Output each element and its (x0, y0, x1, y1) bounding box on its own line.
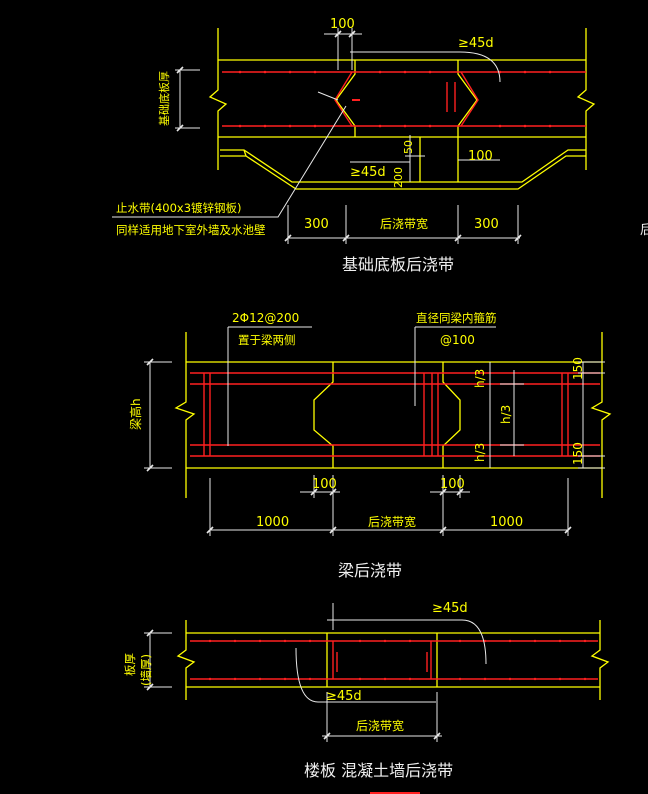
lap-top-label: ≥45d (458, 36, 494, 51)
slab-thickness-label: 基础底板厚 (157, 71, 171, 126)
detail-slab-wall: ≥45d 板厚 (墙厚) ≥45d 后浇带宽 楼板 混凝土墙后浇带 (123, 601, 610, 794)
waterstop-note-line1: 止水带(400x3镀锌钢板) (116, 201, 242, 215)
detail1-title: 基础底板后浇带 (342, 255, 454, 274)
beam-dimensions (144, 326, 605, 536)
stirrup-spec-line2: @100 (440, 333, 475, 347)
detail-beam: 2Φ12@200 置于梁两侧 直径同梁内箍筋 @100 梁高h h/3 h/3 … (128, 311, 612, 580)
dim-100-right: 100 (468, 149, 493, 164)
slab-wall-rebar-dots (208, 639, 587, 681)
slab-wall-dimensions (144, 603, 487, 742)
slab-wall-dim-ticks (146, 629, 441, 740)
slab-rebar (222, 71, 586, 127)
slab-band-width: 后浇带宽 (356, 718, 404, 733)
beam-rebar (190, 372, 600, 457)
slab-outline (208, 28, 596, 190)
thickness-line2: (墙厚) (139, 654, 153, 686)
slab-lap-top: ≥45d (432, 601, 468, 616)
dim-100-left: 100 (312, 477, 337, 492)
detail-foundation-slab: 100 ≥45d 基础底板厚 50 100 ≥45d 200 止水带(400x3… (112, 17, 648, 274)
slab-wall-outline (176, 620, 610, 700)
detail3-title: 楼板 混凝土墙后浇带 (304, 761, 453, 780)
h3-mid: h/3 (499, 405, 513, 424)
beam-band-width: 后浇带宽 (368, 514, 416, 529)
dim-top-100: 100 (330, 17, 355, 32)
slab-wall-rebar (190, 640, 598, 680)
bar-spec-line2: 置于梁两侧 (238, 333, 296, 347)
dim-50: 50 (402, 140, 415, 154)
dim-150-bottom: 150 (571, 442, 585, 465)
beam-dim-ticks (146, 358, 572, 534)
slab-rebar-dots (238, 70, 552, 128)
h3-top: h/3 (473, 369, 487, 388)
beam-height-label: 梁高h (128, 398, 143, 430)
dim-100-right: 100 (440, 477, 465, 492)
h3-bottom: h/3 (473, 443, 487, 462)
dim-left-1000: 1000 (256, 515, 289, 530)
slab-lap-bottom: ≥45d (326, 689, 362, 704)
lap-bottom-label: ≥45d (350, 165, 386, 180)
beam-outline (174, 332, 612, 498)
dim-150-top: 150 (571, 357, 585, 380)
thickness-line1: 板厚 (123, 653, 137, 676)
dim-200: 200 (392, 167, 405, 188)
dim-right-1000: 1000 (490, 515, 523, 530)
bar-spec-line1: 2Φ12@200 (232, 311, 299, 325)
detail2-title: 梁后浇带 (338, 561, 402, 580)
dim-left-300: 300 (304, 217, 329, 232)
edge-clipped-text: 后 (640, 223, 648, 238)
slab-dim-ticks (176, 30, 522, 242)
waterstop-note-line2: 同样适用地下室外墙及水池壁 (116, 223, 266, 237)
band-width-label: 后浇带宽 (380, 216, 428, 231)
dim-right-300: 300 (474, 217, 499, 232)
stirrup-spec-line1: 直径同梁内箍筋 (416, 311, 497, 325)
